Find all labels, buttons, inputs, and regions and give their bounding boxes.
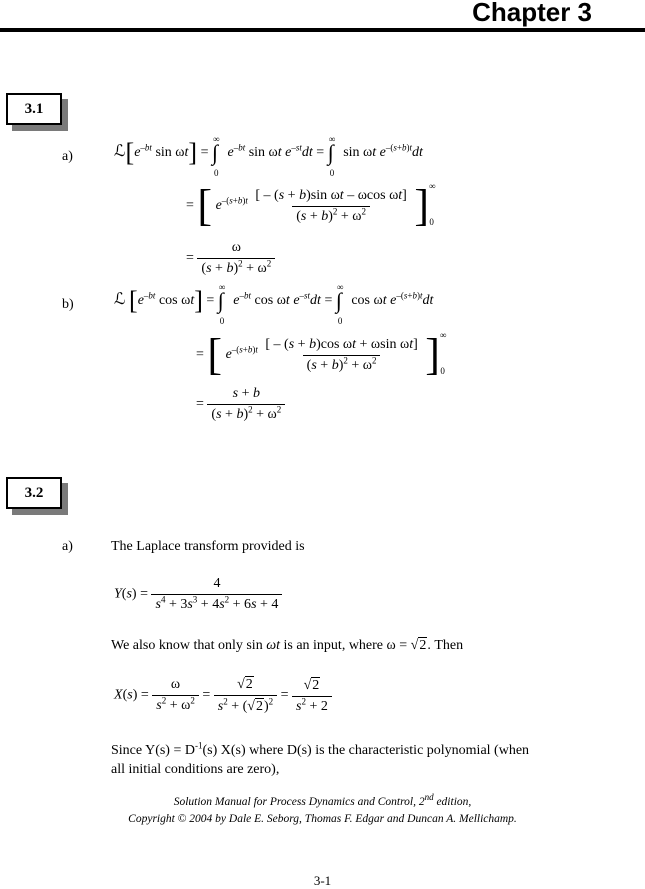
section-box-3-1: 3.1 bbox=[6, 93, 68, 131]
eq-3-1-b-line3: = s + b(s + b)2 + ω2 bbox=[196, 386, 286, 423]
part-b-label-3-1: b) bbox=[62, 297, 74, 312]
since-line-1: Since Y(s) = D-1(s) X(s) where D(s) is t… bbox=[111, 740, 530, 758]
section-box-3-2: 3.2 bbox=[6, 477, 68, 515]
page-number: 3-1 bbox=[313, 873, 332, 888]
section-label-3-2: 3.2 bbox=[6, 477, 62, 509]
eq-3-1-a-line3: = ω(s + b)2 + ω2 bbox=[186, 240, 276, 277]
footer-line-2: Copyright © 2004 by Dale E. Seborg, Thom… bbox=[128, 813, 517, 825]
also-know-text: We also know that only sin ωt is an inpu… bbox=[111, 637, 464, 653]
eq-3-1-a-line2: = [ e–(s+b)t [ – (s + b)sin ωt – ωcos ωt… bbox=[186, 181, 436, 230]
part-a-label-3-1: a) bbox=[62, 149, 73, 164]
eq-3-1-a-line1: ℒ[e–bt sin ωt] = ∞ ∫ 0 e–bt sin ωt e–std… bbox=[114, 134, 423, 178]
eq-3-1-b-line2: = [ e–(s+b)t [ – (s + b)cos ωt + ωsin ωt… bbox=[196, 330, 447, 379]
header-rule bbox=[0, 28, 645, 32]
footer-line-1: Solution Manual for Process Dynamics and… bbox=[173, 792, 472, 808]
eq-3-1-b-line1: ℒ [e–bt cos ωt] = ∞ ∫ 0 e–bt cos ωt e–st… bbox=[114, 282, 434, 326]
part-a-label-3-2: a) bbox=[62, 539, 73, 554]
section-label-3-1: 3.1 bbox=[6, 93, 62, 125]
intro-text: The Laplace transform provided is bbox=[111, 539, 305, 554]
chapter-title: Chapter 3 bbox=[472, 0, 592, 27]
since-line-2: all initial conditions are zero), bbox=[111, 762, 280, 777]
